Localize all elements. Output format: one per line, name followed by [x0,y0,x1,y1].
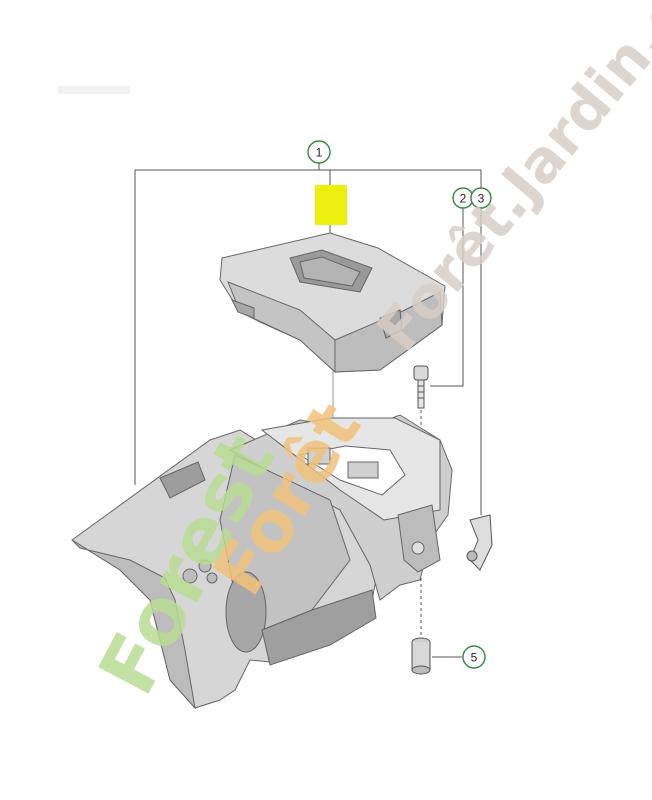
callout-2-label: 2 [460,192,467,206]
callout-1: 1 [307,140,331,164]
callout-1-label: 1 [316,146,323,160]
callout-5-label: 5 [471,651,478,665]
highlight-box [315,185,347,225]
clip [466,514,493,571]
leader-2 [430,206,464,387]
main-housing [71,414,453,710]
callout-5: 5 [462,645,486,669]
top-cover [219,232,446,374]
watermark-text: Forêt.Jardin.com [364,0,652,364]
callout-3: 3 [470,187,492,209]
screw [413,365,429,409]
faint-mark [58,86,130,94]
sleeve [411,637,431,675]
callout-3-label: 3 [478,192,485,206]
